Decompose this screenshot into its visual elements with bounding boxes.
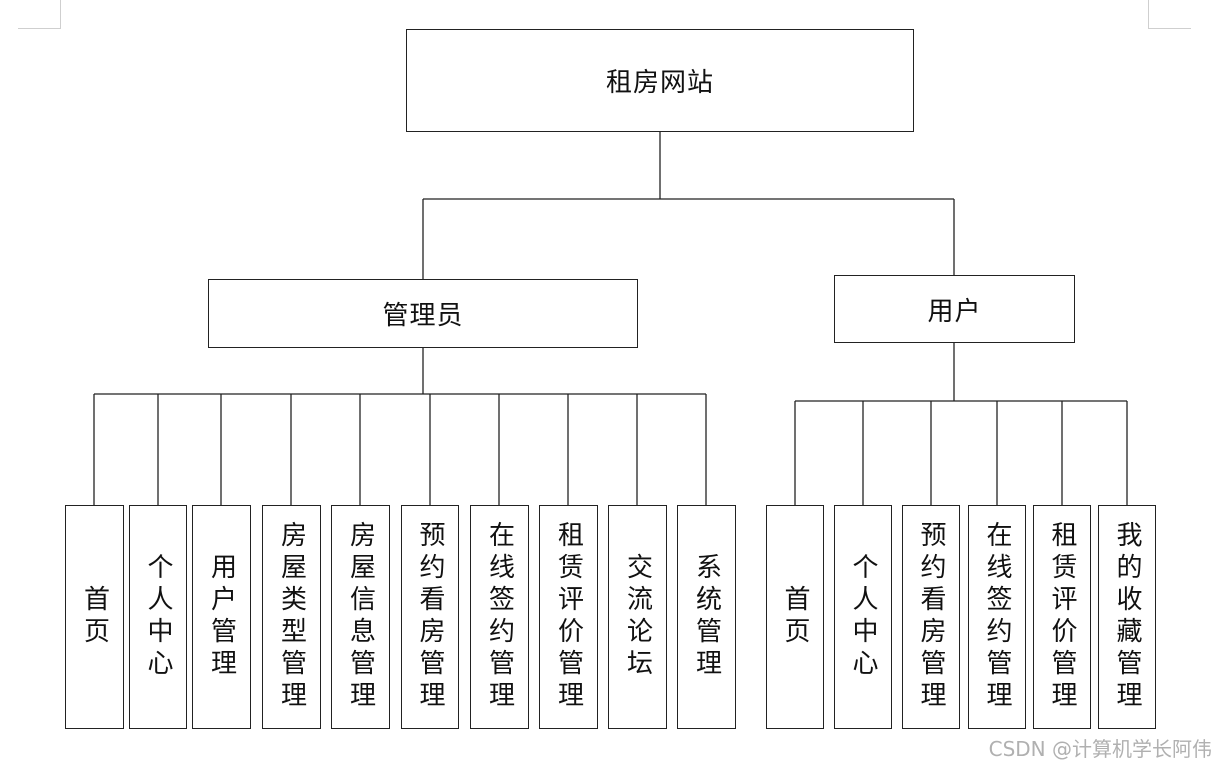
user-item-favorites-management: 我的收藏管理 (1098, 505, 1156, 729)
user-item-home: 首页 (766, 505, 824, 729)
admin-item-online-contract-management: 在线签约管理 (470, 505, 529, 729)
admin-item-viewing-appointment-management: 预约看房管理 (401, 505, 459, 729)
corner-mark-top-right (1148, 0, 1191, 29)
admin-item-user-management: 用户管理 (192, 505, 251, 729)
admin-item-house-info-management: 房屋信息管理 (331, 505, 390, 729)
admin-item-forum: 交流论坛 (608, 505, 667, 729)
admin-item-house-type-management: 房屋类型管理 (262, 505, 321, 729)
admin-item-home: 首页 (65, 505, 124, 729)
root-node: 租房网站 (406, 29, 914, 132)
user-item-personal-center: 个人中心 (834, 505, 892, 729)
corner-mark-top-left (18, 0, 61, 29)
user-item-online-contract-management: 在线签约管理 (968, 505, 1026, 729)
user-item-viewing-appointment-management: 预约看房管理 (902, 505, 960, 729)
user-item-rental-review-management: 租赁评价管理 (1033, 505, 1091, 729)
admin-item-personal-center: 个人中心 (129, 505, 187, 729)
user-node: 用户 (834, 275, 1075, 343)
admin-item-rental-review-management: 租赁评价管理 (539, 505, 598, 729)
watermark: CSDN @计算机学长阿伟 (988, 737, 1212, 761)
admin-item-system-management: 系统管理 (677, 505, 736, 729)
admin-node: 管理员 (208, 279, 638, 348)
